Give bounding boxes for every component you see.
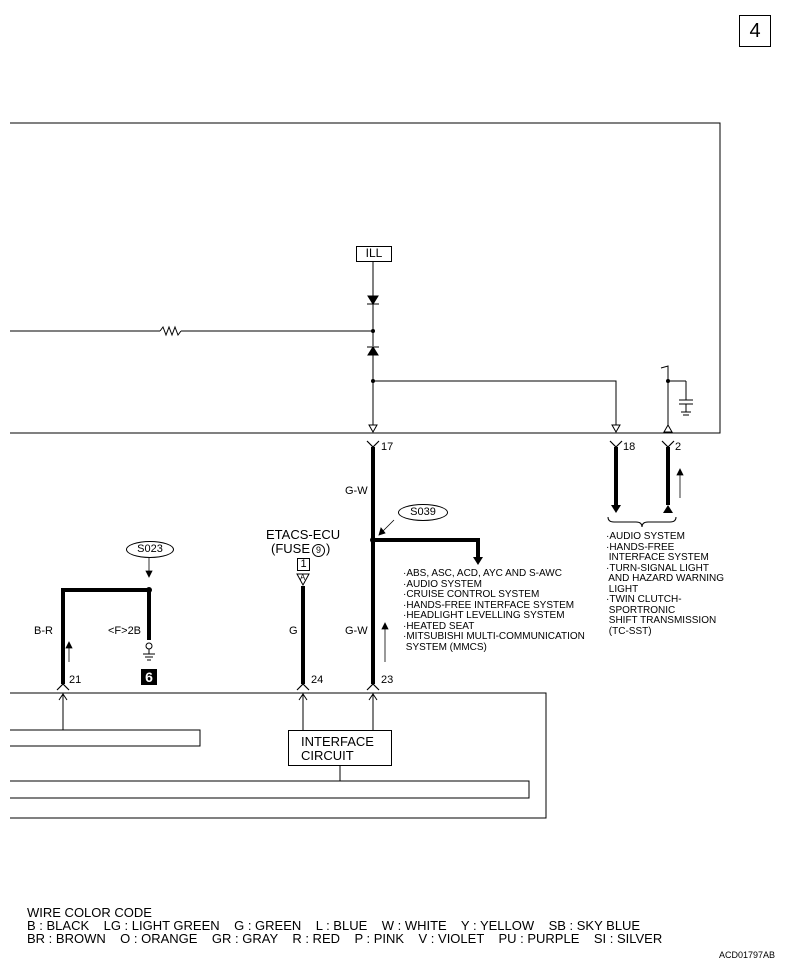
ground-number-badge: 6 [141, 669, 157, 685]
systems-list-right: ·AUDIO SYSTEM ·HANDS-FREE INTERFACE SYST… [606, 531, 724, 637]
interface-label-1: INTERFACE [301, 734, 374, 749]
lower-inner-bar-2 [10, 780, 530, 799]
drawing-code: ACD01797AB [719, 950, 776, 960]
wire-br [61, 588, 151, 684]
wire-s039-branch [373, 538, 480, 558]
fuse-A-label: A [300, 573, 306, 582]
ground-point-label: <F>2B [108, 625, 142, 637]
wire-label-br: B-R [34, 625, 53, 637]
fuse-number-circle: 9 [312, 544, 325, 557]
diode-upper [367, 295, 379, 305]
etacs-ecu-label: ETACS-ECU [266, 527, 341, 542]
lower-inner-bar-1 [10, 729, 201, 747]
arrow-2 [663, 505, 673, 513]
connector-21: 21 [69, 674, 82, 686]
wire-label-g: G [289, 625, 298, 637]
branch-to-18 [373, 380, 617, 425]
fuse-triangle [296, 573, 310, 587]
ground-symbol [143, 642, 155, 661]
connector-17: 17 [381, 441, 394, 453]
connector-24: 24 [311, 674, 324, 686]
fuse-box-number: 1 [297, 558, 310, 571]
splice-s039: S039 [398, 504, 448, 521]
arrow-18 [611, 505, 621, 513]
wire-label-gw-upper: G-W [345, 485, 368, 497]
interface-circuit-box: INTERFACE CIRCUIT [288, 730, 392, 766]
systems-brace [607, 516, 677, 528]
wire-label-gw-lower: G-W [345, 625, 368, 637]
pin2-line [660, 365, 669, 425]
interface-label-2: CIRCUIT [301, 748, 354, 763]
ill-label: ILL [356, 246, 392, 262]
ill-diodes [367, 295, 379, 356]
diode-lower [367, 346, 379, 356]
arrow-s039 [473, 557, 483, 565]
wire-color-code-line1: B : BLACK LG : LIGHT GREEN G : GREEN L :… [27, 918, 641, 933]
connector-18: 18 [623, 441, 636, 453]
page-number: 4 [739, 15, 771, 47]
wire-color-code-line2: BR : BROWN O : ORANGE GR : GRAY R : RED … [27, 931, 663, 946]
lower-unit-outline [10, 692, 547, 819]
resistor-symbol [159, 325, 182, 337]
upper-unit-outline [10, 122, 721, 434]
systems-list-center: ·ABS, ASC, ACD, AYC AND S-AWC ·AUDIO SYS… [403, 568, 585, 653]
connector-23: 23 [381, 674, 394, 686]
splice-s023: S023 [126, 541, 174, 558]
wire-color-code-title: WIRE COLOR CODE [27, 905, 152, 920]
connector-2: 2 [675, 441, 682, 453]
